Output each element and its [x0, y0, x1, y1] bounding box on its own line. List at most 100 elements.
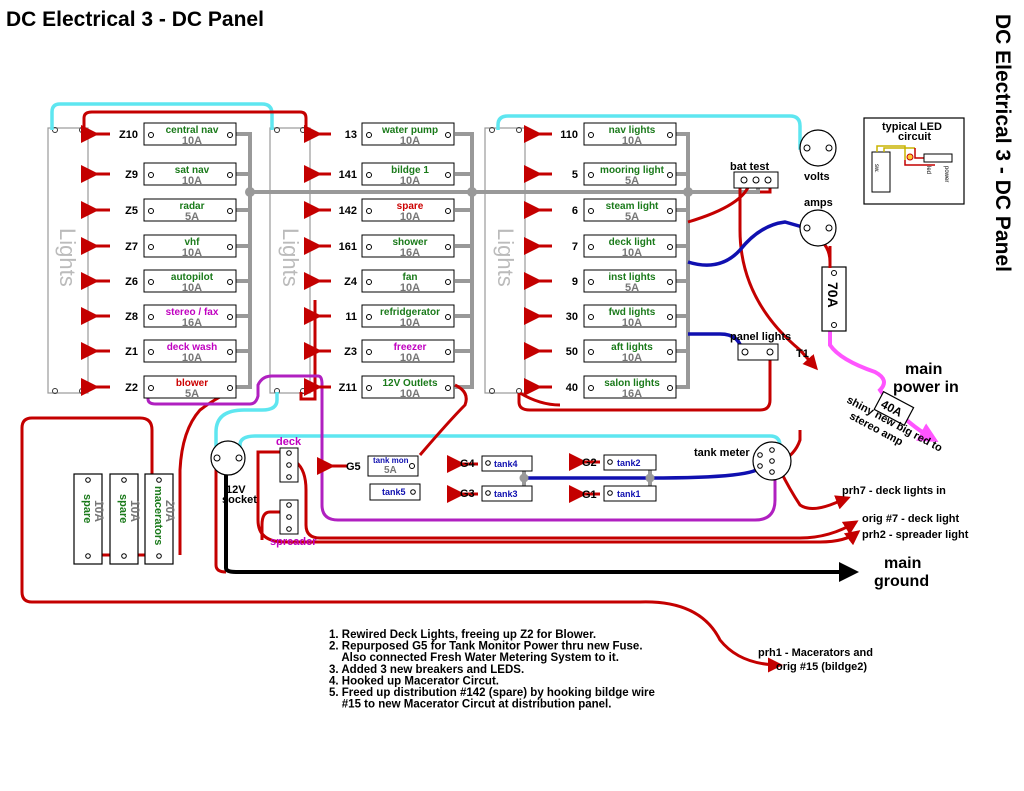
terminal-right	[445, 132, 451, 138]
breaker-amps: 16A	[622, 388, 642, 400]
main-power-label-1: main	[905, 361, 942, 378]
spare2-amps: 10A	[128, 500, 142, 522]
tank-mon-amps: 5A	[384, 465, 397, 476]
terminal-left	[366, 279, 372, 285]
panel-lights-switch[interactable]: panel lights	[730, 331, 791, 361]
bat-test-switch[interactable]: bat test	[730, 161, 779, 189]
macerators-amps: 20A	[163, 500, 177, 522]
lights-label-3: Lights	[493, 228, 518, 287]
spare-breaker-1[interactable]: spare 10A	[73, 473, 106, 565]
breaker-name: nav lights	[609, 125, 656, 136]
breaker-amps: 16A	[182, 317, 202, 329]
breaker-name: vhf	[185, 237, 201, 248]
breaker-name: steam light	[606, 201, 659, 212]
led-title-1: typical LED	[882, 121, 942, 133]
breaker-amps: 10A	[622, 135, 642, 147]
spare-breaker-2[interactable]: spare 10A	[109, 473, 142, 565]
wire-id-label: Z6	[125, 276, 138, 288]
breaker-body	[583, 198, 677, 222]
wire-id-label: Z1	[125, 346, 138, 358]
terminal-right	[445, 208, 451, 214]
breaker-amps: 10A	[622, 352, 642, 364]
tank4-switch[interactable]: G4 tank4	[447, 455, 533, 473]
terminal-left	[588, 244, 594, 250]
breaker-body	[583, 162, 677, 186]
tank3-switch[interactable]: G3 tank3	[447, 485, 533, 503]
terminal-right	[227, 208, 233, 214]
deck-switch[interactable]: deck	[276, 436, 302, 483]
macerators-breaker[interactable]: macerators 20A	[144, 473, 177, 565]
breaker-name: central nav	[166, 125, 219, 136]
tank1-switch[interactable]: G1 tank1	[569, 485, 657, 503]
purple-wires	[146, 374, 777, 522]
tank5-box: tank5	[369, 483, 421, 501]
socket-label-2: socket	[222, 494, 257, 506]
breaker-amps: 10A	[400, 388, 420, 400]
prh2-label: prh2 - spreader light	[862, 529, 969, 541]
led-part-switch: sw.	[873, 164, 879, 173]
terminal-left	[588, 279, 594, 285]
breaker-amps: 10A	[400, 317, 420, 329]
spreader-switch[interactable]: spreader	[270, 499, 317, 548]
breaker-body	[143, 375, 237, 399]
prh1-label-1: prh1 - Macerators and	[758, 647, 873, 659]
breaker-name: deck light	[609, 237, 656, 248]
breaker-body	[583, 339, 677, 363]
wire-id-label: Z5	[125, 205, 138, 217]
distribution-bar-3: Lights	[484, 127, 526, 394]
bus-junction-1	[245, 187, 255, 197]
terminal-right	[667, 208, 673, 214]
terminal-right	[445, 244, 451, 250]
wire-id-label: 161	[339, 241, 357, 253]
terminal-right	[445, 314, 451, 320]
lights-label-2: Lights	[278, 228, 303, 287]
terminal-right	[667, 349, 673, 355]
tank-mon-breaker[interactable]: G5 tank mon 5A	[317, 455, 419, 477]
terminal-left	[366, 385, 372, 391]
macerators-label: macerators	[152, 486, 164, 545]
breaker-amps: 5A	[185, 211, 199, 223]
spare1-amps: 10A	[92, 500, 106, 522]
breaker-body	[143, 162, 237, 186]
note-line: 4. Hooked up Macerator Circut.	[329, 675, 499, 687]
breaker-amps: 10A	[400, 211, 420, 223]
breaker-body	[583, 122, 677, 146]
fuse-70a: 70A	[821, 266, 847, 332]
breaker-body	[361, 162, 455, 186]
tank2-switch[interactable]: G2 tank2	[569, 453, 657, 471]
breaker-body	[583, 304, 677, 328]
panel-lights-label: panel lights	[730, 331, 791, 343]
tank-junction-right	[645, 473, 655, 483]
note-line: 2. Repurposed G5 for Tank Monitor Power …	[329, 641, 643, 653]
terminal-right	[445, 279, 451, 285]
breaker-name: refridgerator	[380, 307, 440, 318]
terminal-right	[667, 132, 673, 138]
wire-id-label: 142	[339, 205, 357, 217]
breaker-amps: 16A	[400, 247, 420, 259]
